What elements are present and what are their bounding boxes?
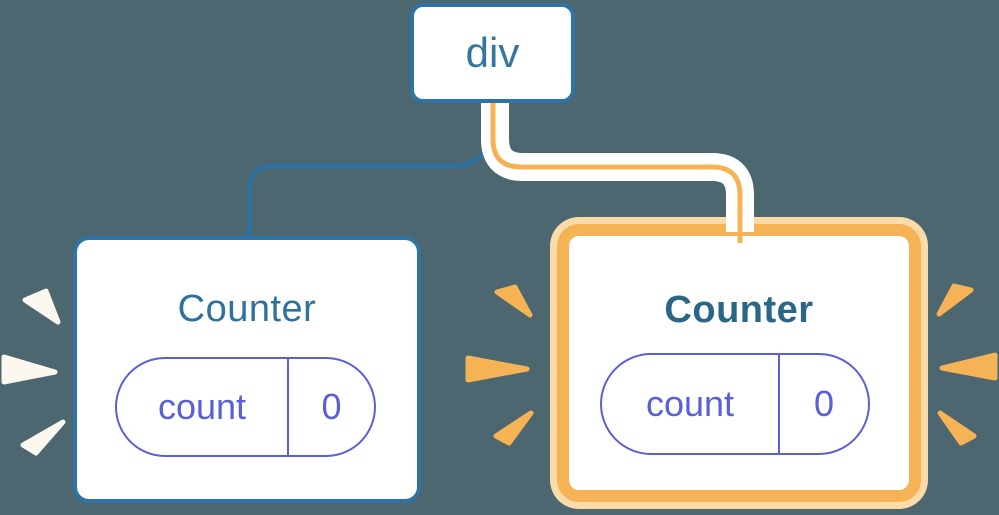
counter-node-left: Counter count 0	[73, 236, 421, 503]
edge-root-to-left-counter	[246, 108, 496, 241]
state-key: count	[645, 383, 735, 424]
state-pill: count 0	[115, 357, 376, 457]
state-pill: count 0	[600, 353, 870, 455]
root-node: div	[410, 3, 575, 103]
state-value: 0	[287, 359, 374, 455]
state-key: count	[157, 386, 247, 427]
spark-burst-right-icon	[936, 283, 998, 446]
spark-burst-left-icon	[1, 288, 66, 456]
edge-root-to-right-counter	[490, 102, 743, 243]
node-title: Counter	[664, 289, 814, 331]
root-node-label: div	[465, 29, 520, 76]
node-title: Counter	[177, 288, 317, 330]
spark-burst-middle-icon	[465, 284, 534, 446]
counter-node-right: Counter count 0	[557, 224, 921, 502]
state-value: 0	[778, 355, 868, 453]
